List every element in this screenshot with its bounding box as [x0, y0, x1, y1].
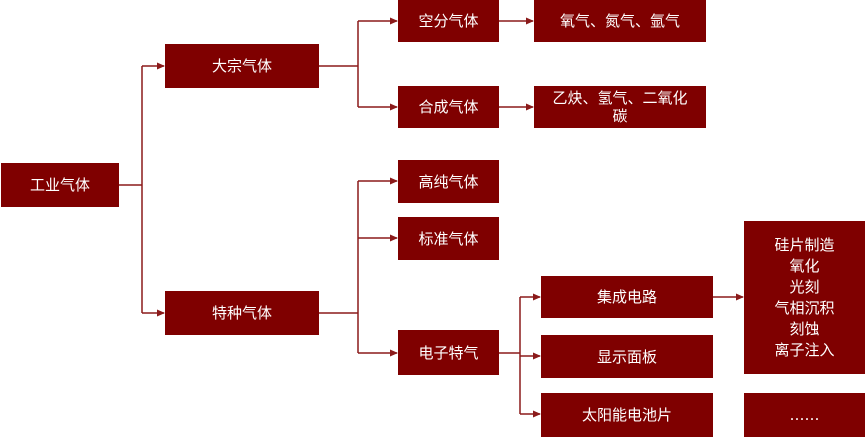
node-processes: 硅片制造 氧化 光刻 气相沉积 刻蚀 离子注入 [744, 221, 865, 374]
connector-electronic [499, 297, 521, 414]
node-synthesis-detail: 乙炔、氢气、二氧化碳 [534, 86, 706, 128]
node-special-gas: 特种气体 [165, 291, 319, 335]
process-item: 气相沉积 [774, 298, 835, 317]
process-item: 光刻 [789, 277, 820, 296]
node-electronic-gas: 电子特气 [398, 330, 499, 375]
connector-bulk [319, 21, 359, 107]
node-bulk-gas: 大宗气体 [165, 44, 319, 88]
connector-special [319, 181, 359, 353]
process-item: 硅片制造 [774, 235, 835, 254]
node-display-panel: 显示面板 [541, 335, 713, 378]
node-solar-cell: 太阳能电池片 [541, 393, 713, 437]
node-air-separation: 空分气体 [398, 0, 499, 42]
node-standard-gas: 标准气体 [398, 217, 499, 260]
node-synthesis-gas: 合成气体 [398, 86, 499, 128]
node-high-purity-gas: 高纯气体 [398, 160, 499, 203]
process-item: 氧化 [789, 256, 820, 275]
node-integrated-circuit: 集成电路 [541, 276, 713, 318]
process-item: 离子注入 [774, 340, 835, 359]
process-item: 刻蚀 [789, 319, 820, 338]
node-air-separation-detail: 氧气、氮气、氩气 [534, 0, 706, 42]
node-industrial-gas: 工业气体 [1, 163, 119, 207]
node-more: …… [744, 393, 865, 437]
connector-root [119, 66, 143, 313]
